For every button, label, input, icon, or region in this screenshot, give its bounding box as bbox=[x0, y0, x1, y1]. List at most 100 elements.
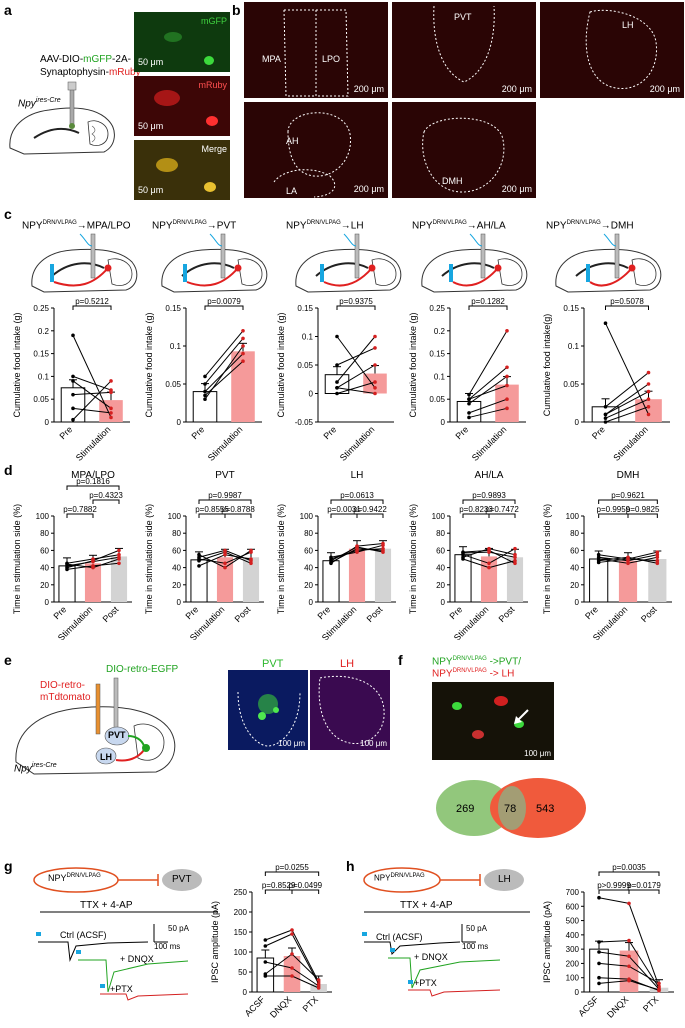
paired-line bbox=[462, 558, 490, 569]
data-point bbox=[203, 389, 207, 394]
projection-schematic bbox=[295, 233, 402, 293]
data-point bbox=[627, 964, 631, 969]
data-point bbox=[335, 334, 339, 339]
x-tick-label: PTX bbox=[301, 994, 320, 1013]
panel-label-f: f bbox=[398, 652, 403, 668]
data-point bbox=[91, 557, 95, 561]
paired-line bbox=[336, 364, 376, 389]
paired-line bbox=[628, 980, 660, 991]
condition-h: TTX + 4-AP bbox=[400, 900, 453, 911]
brain-schematic-e bbox=[15, 677, 176, 775]
data-point bbox=[263, 944, 268, 948]
data-point bbox=[109, 379, 113, 383]
data-point bbox=[513, 558, 517, 563]
f-title-red: NPYDRN/VLPAG -> LH bbox=[432, 668, 515, 680]
paired-line bbox=[462, 551, 490, 554]
projection-title: NPYDRN/VLPAG→LH bbox=[286, 220, 364, 232]
red-virus-label-line1: DIO-retro- bbox=[40, 680, 85, 691]
data-point bbox=[603, 405, 608, 409]
data-point bbox=[603, 321, 608, 325]
y-tick-label: 0.1 bbox=[170, 342, 182, 351]
data-point bbox=[71, 406, 75, 411]
scale-bar-label: 100 μm bbox=[278, 739, 305, 748]
y-axis-label: Cumulative food intake (g) bbox=[408, 312, 418, 417]
y-tick-label: 100 bbox=[300, 512, 314, 521]
paired-line bbox=[628, 903, 660, 987]
data-point bbox=[223, 552, 227, 557]
region-label: LH bbox=[622, 20, 634, 30]
trace-label-dnqx-h: + DNQX bbox=[414, 952, 448, 962]
paired-line bbox=[72, 407, 112, 414]
bar bbox=[480, 556, 498, 602]
stat-bracket bbox=[336, 305, 376, 310]
p-value: p=0.5212 bbox=[75, 297, 109, 306]
y-tick-label: 0.15 bbox=[429, 350, 445, 359]
red-virus-label-line2: mTdtomato bbox=[40, 692, 91, 703]
paired-line bbox=[92, 556, 120, 563]
paired-line bbox=[66, 561, 94, 567]
data-point bbox=[263, 974, 268, 978]
paired-line bbox=[92, 562, 120, 567]
scale-bar-label: 50 μm bbox=[138, 57, 164, 67]
paired-line bbox=[92, 558, 120, 569]
x-tick-label: Stimulation bbox=[338, 424, 377, 462]
data-point bbox=[373, 380, 377, 384]
paired-line bbox=[204, 345, 244, 400]
region-label: PVT bbox=[454, 12, 472, 22]
region-label: AH bbox=[286, 136, 299, 146]
panel-label-g: g bbox=[4, 858, 13, 874]
brain-section-mpa-lpo: MPA LPO 200 μm bbox=[244, 2, 388, 98]
y-tick-label: 40 bbox=[570, 564, 579, 573]
y-tick-label: 600 bbox=[566, 902, 580, 911]
y-tick-label: 0.15 bbox=[297, 304, 313, 313]
y-tick-label: 0.15 bbox=[563, 304, 579, 313]
micrograph-mruby: mRuby 50 μm bbox=[134, 76, 230, 136]
x-tick-label: ACSF bbox=[576, 994, 600, 1018]
paired-line bbox=[265, 933, 293, 947]
y-tick-label: 100 bbox=[566, 974, 580, 983]
data-point bbox=[335, 386, 339, 390]
micrograph-merge: Merge 50 μm bbox=[134, 140, 230, 200]
projection-title: NPYDRN/VLPAG→AH/LA bbox=[412, 220, 506, 232]
y-tick-label: 0.25 bbox=[429, 304, 445, 313]
scale-bar-label: 100 μm bbox=[524, 749, 551, 758]
y-tick-label: 700 bbox=[566, 888, 580, 897]
projection-schematic bbox=[421, 233, 528, 293]
data-point bbox=[627, 938, 631, 943]
bar bbox=[589, 948, 609, 993]
paired-line bbox=[198, 554, 226, 567]
x-tick-label: Stimulation bbox=[611, 424, 650, 462]
paired-line bbox=[605, 398, 649, 419]
y-tick-label: 150 bbox=[234, 928, 248, 937]
data-point bbox=[65, 564, 69, 568]
data-point bbox=[290, 928, 294, 932]
data-point bbox=[71, 417, 75, 422]
bar bbox=[58, 565, 76, 603]
brain-section-lh: LH 200 μm bbox=[540, 2, 684, 98]
y-tick-label: 40 bbox=[172, 564, 181, 573]
p-value: p=0.9987 bbox=[208, 491, 242, 500]
post-neuron-g: PVT bbox=[172, 874, 192, 885]
y-tick-label: 200 bbox=[234, 908, 248, 917]
data-point bbox=[197, 564, 201, 568]
data-point bbox=[467, 401, 471, 406]
data-point bbox=[373, 386, 377, 390]
paired-line bbox=[468, 330, 508, 395]
p-value: p=0.8788 bbox=[221, 505, 255, 514]
trace-label-ctrl-h: Ctrl (ACSF) bbox=[376, 932, 423, 942]
y-tick-label: 0 bbox=[243, 988, 248, 997]
y-axis-label: IPSC amplitude (pA) bbox=[210, 901, 220, 983]
x-tick-label: ACSF bbox=[243, 994, 267, 1018]
stat-bracket bbox=[598, 499, 658, 504]
paired-line bbox=[72, 391, 112, 396]
data-point bbox=[627, 978, 631, 983]
data-point bbox=[241, 336, 245, 341]
x-tick-label: Pre bbox=[183, 604, 200, 621]
paired-line bbox=[356, 548, 384, 551]
x-tick-label: Post bbox=[233, 604, 253, 624]
stat-bracket bbox=[198, 513, 226, 518]
scale-bar-label: 50 μm bbox=[138, 185, 164, 195]
